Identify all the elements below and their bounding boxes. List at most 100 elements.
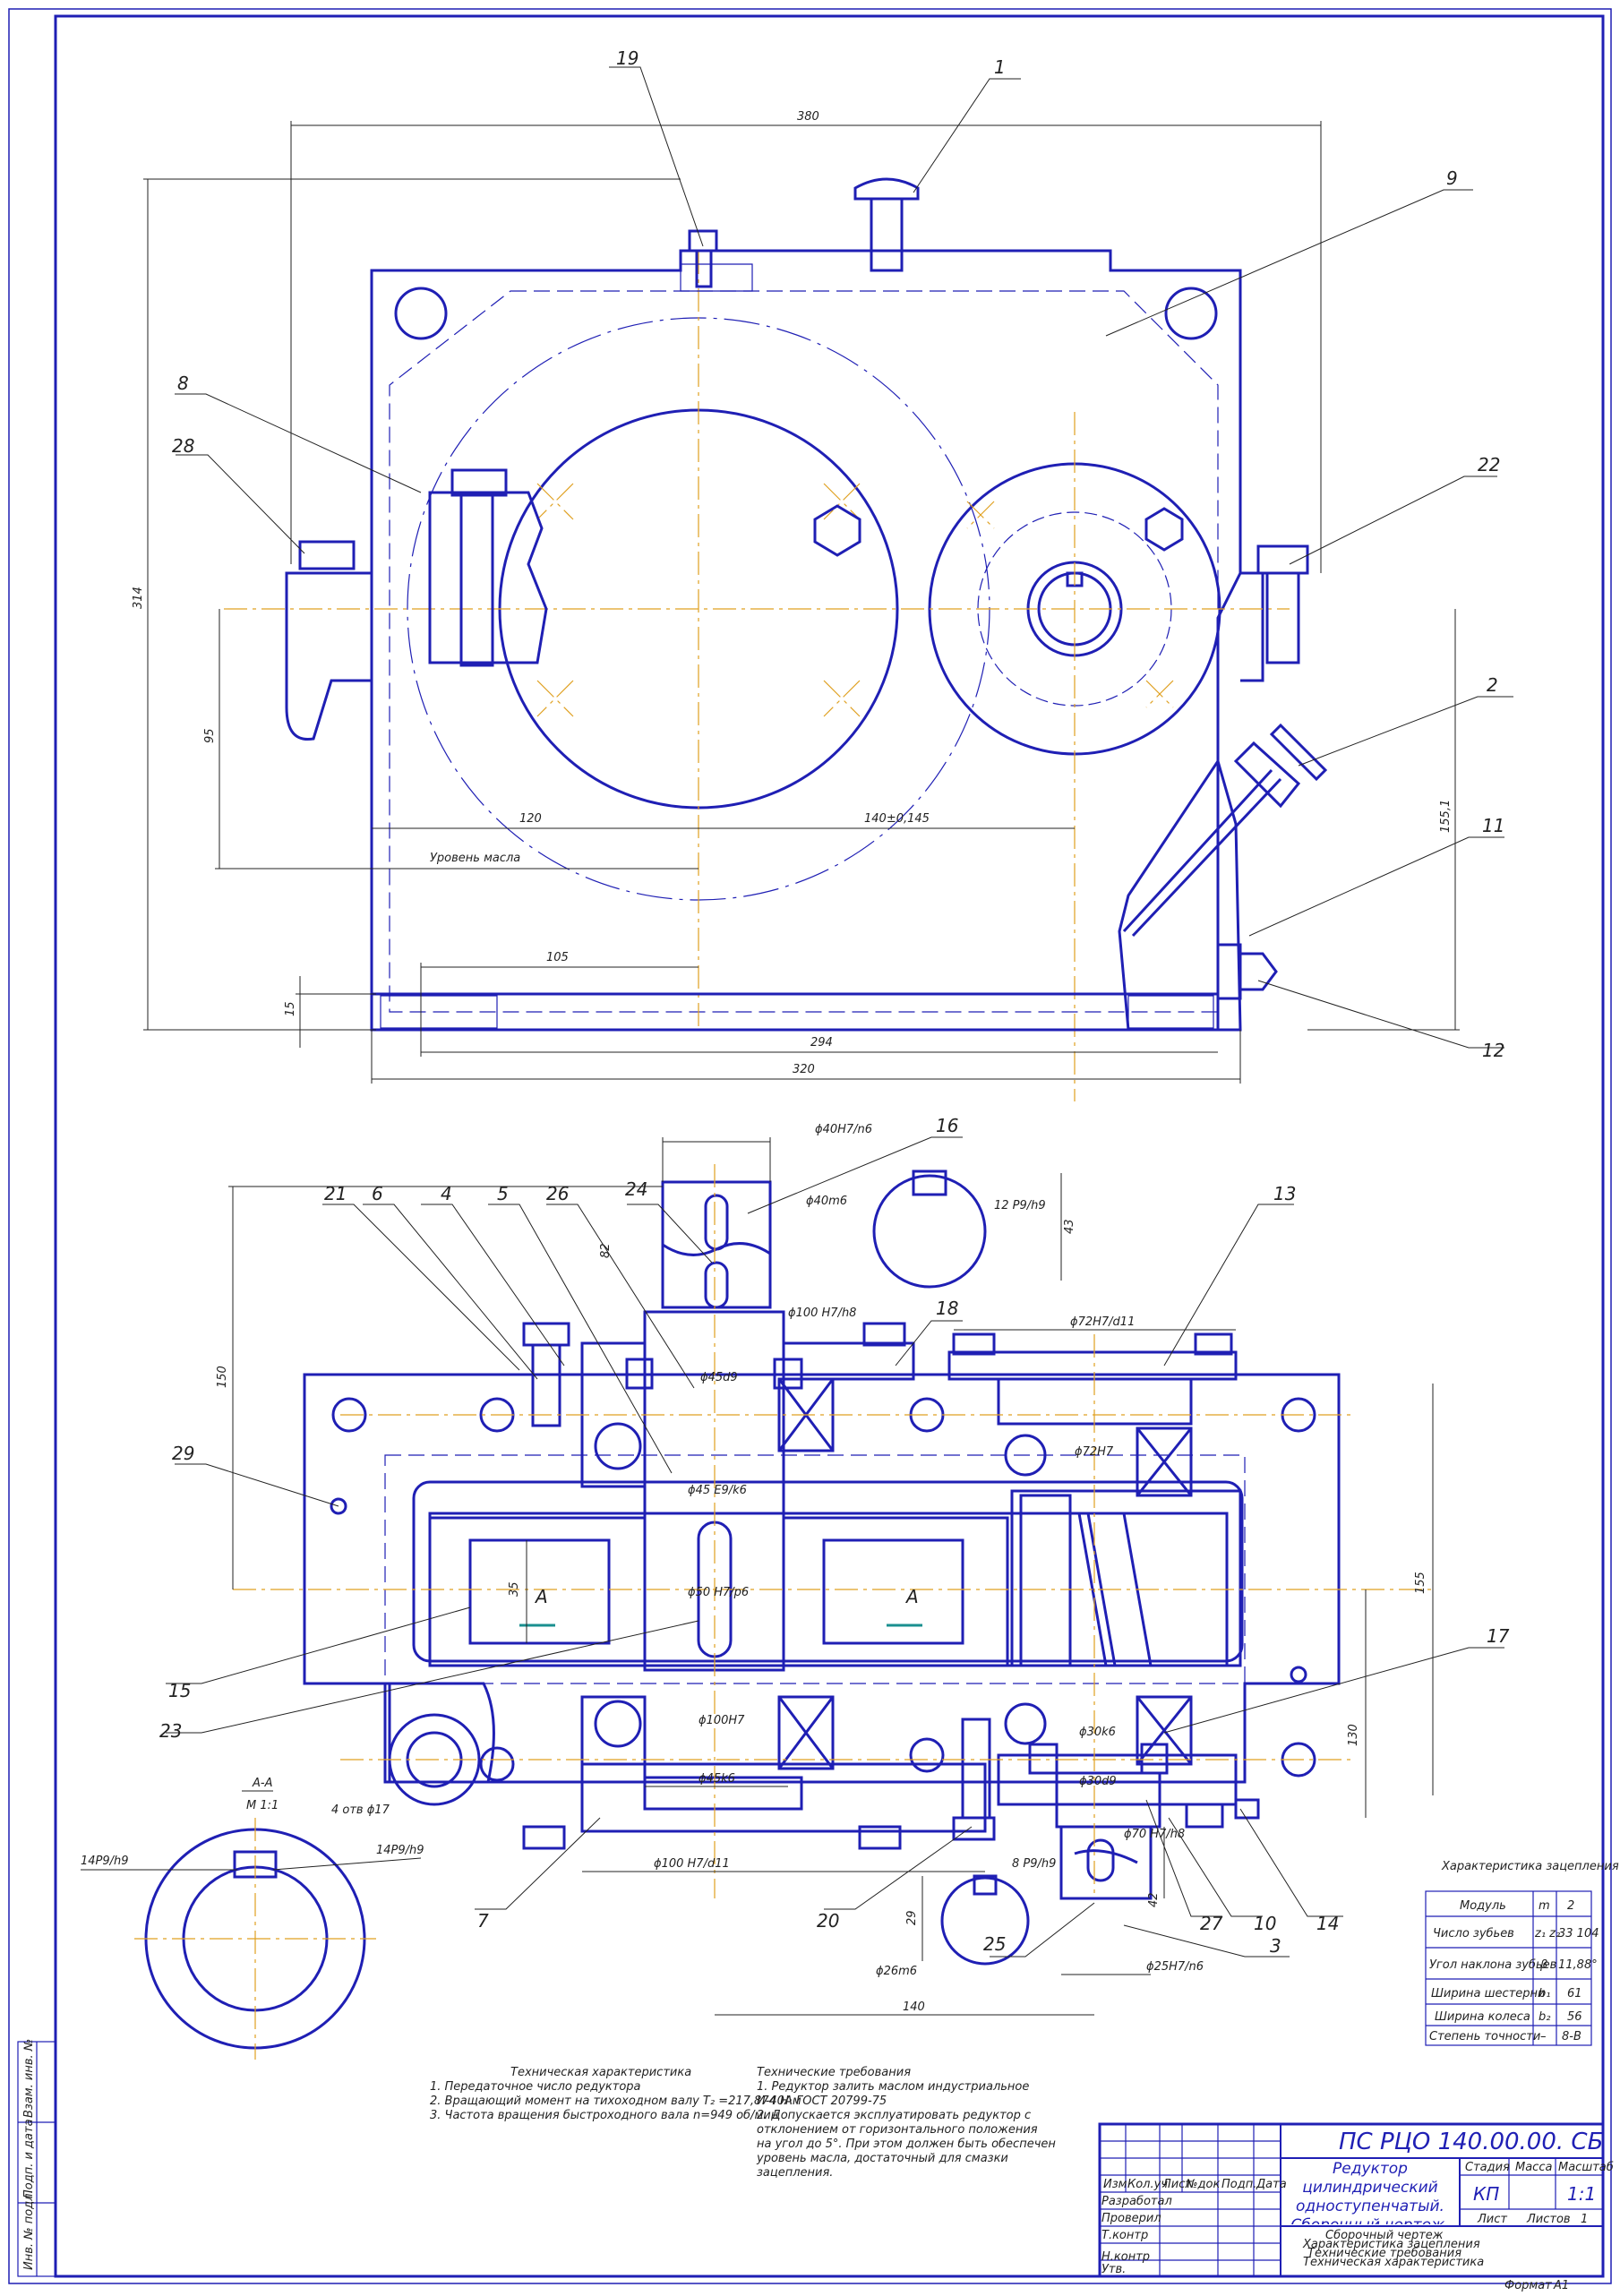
- tb-sheet-lbl: Лист: [1477, 2213, 1507, 2226]
- gear-row-3-sym: b₁: [1539, 1987, 1550, 2000]
- tb-hdr-podp: Подп.: [1221, 2178, 1256, 2191]
- fit-100H7h8: ϕ100 H7/h8: [788, 1306, 856, 1320]
- callout-2: 2: [1487, 674, 1498, 696]
- dim-294: 294: [810, 1036, 833, 1049]
- fit-14P9h9-right: 14P9/h9: [376, 1844, 424, 1857]
- gear-row-5-param: Степень точности: [1429, 2030, 1540, 2043]
- callout-8: 8: [177, 373, 189, 394]
- dim-140: 140±0,145: [864, 812, 930, 826]
- dim-15: 15: [284, 1001, 297, 1016]
- tb-scale: 1:1: [1567, 2183, 1596, 2205]
- gear-table: Характеристика зацепления Модуль m 2 Чис…: [1425, 1860, 1619, 2046]
- tb-format-val: А1: [1553, 2279, 1569, 2292]
- fit-72H7d11: ϕ72H7/d11: [1070, 1315, 1135, 1329]
- tech-req-line-5: на угол до 5°. При этом должен быть обес…: [757, 2138, 1056, 2151]
- fit-50H7p6: ϕ50 H7/p6: [688, 1586, 749, 1599]
- side-strip: Инв. № подл. Подп. и дата Взам. инв. №: [17, 2039, 56, 2277]
- tech-characteristic: Техническая характеристика 1. Передаточн…: [430, 2066, 801, 2122]
- gear-row-5-val: 8-В: [1562, 2030, 1581, 2043]
- tb-stage-hdr: Стадия: [1465, 2161, 1510, 2174]
- tech-requirements: Технические требования 1. Редуктор залит…: [756, 2066, 1056, 2180]
- gear-row-2-param: Угол наклона зубьев: [1429, 1958, 1556, 1972]
- dim-120: 120: [519, 812, 542, 826]
- tech-req-line-6: уровень масла, достаточный для смазки: [756, 2152, 1008, 2165]
- dim-42: 42: [1147, 1892, 1161, 1907]
- callout-19: 19: [616, 47, 639, 69]
- fit-12P9h9: 12 P9/h9: [994, 1199, 1046, 1212]
- callout-24: 24: [625, 1178, 647, 1200]
- fit-40m6: ϕ40m6: [806, 1195, 847, 1208]
- fit-26m6: ϕ26m6: [876, 1965, 917, 1978]
- fit-30k6: ϕ30k6: [1079, 1726, 1116, 1739]
- callout-10: 10: [1254, 1913, 1276, 1934]
- fit-8P9h9: 8 P9/h9: [1012, 1857, 1056, 1871]
- callout-9: 9: [1446, 167, 1458, 189]
- section-aa-scale: М 1:1: [246, 1799, 279, 1812]
- dim-320: 320: [793, 1063, 815, 1076]
- section-mark-a-right: А: [904, 1586, 919, 1607]
- tech-req-line-7: зацепления.: [757, 2166, 833, 2180]
- callout-12: 12: [1482, 1040, 1504, 1061]
- dim-35: 35: [508, 1581, 521, 1597]
- side-strip-1: Инв. № подл.: [22, 2189, 36, 2270]
- dim-155-1: 155,1: [1439, 800, 1453, 833]
- callout-16: 16: [936, 1115, 958, 1136]
- gear-row-0-sym: m: [1539, 1899, 1550, 1913]
- callout-26: 26: [546, 1183, 569, 1204]
- side-strip-2: Подп. и дата: [22, 2119, 36, 2198]
- fit-14P9h9-left: 14P9/h9: [81, 1855, 129, 1868]
- callout-17: 17: [1487, 1625, 1510, 1647]
- dim-140-bottom: 140: [903, 2000, 925, 2014]
- dim-130: 130: [1347, 1724, 1360, 1746]
- callout-20: 20: [817, 1910, 839, 1932]
- gear-row-3-param: Ширина шестерни: [1431, 1987, 1545, 2000]
- tb-role-0: Разработал: [1101, 2195, 1172, 2208]
- top-view: [224, 177, 1328, 1101]
- fit-100H7d11: ϕ100 H7/d11: [654, 1857, 730, 1871]
- tech-char-line-3: 3. Частота вращения быстроходного вала n…: [430, 2109, 779, 2122]
- callout-27: 27: [1200, 1913, 1223, 1934]
- tech-req-line-4: отклонением от горизонтального положения: [757, 2123, 1038, 2137]
- tb-doc-2: Технические требования: [1307, 2247, 1461, 2260]
- tb-doc-1: Характеристика зацепления: [1302, 2238, 1480, 2251]
- callout-21: 21: [324, 1183, 347, 1204]
- callout-29: 29: [172, 1443, 194, 1464]
- dim-380: 380: [797, 110, 819, 124]
- tb-hdr-izm: Изм: [1103, 2178, 1127, 2191]
- gear-row-2-val: 11,88°: [1558, 1958, 1598, 1972]
- callouts: 1 2 3 4 5 6 7 8 9 10 11 12 13 14 15 16 1…: [159, 47, 1513, 1958]
- gear-row-1-param: Число зубьев: [1433, 1927, 1514, 1940]
- tb-name: Редуктор цилиндрический одноступенчатый.…: [1290, 2160, 1449, 2224]
- gear-row-4-val: 56: [1567, 2010, 1582, 2024]
- fit-100H7: ϕ100H7: [699, 1714, 745, 1727]
- gear-row-2-sym: β: [1539, 1958, 1547, 1972]
- callout-18: 18: [936, 1298, 958, 1319]
- fit-70H7h8: ϕ70 H7/h8: [1124, 1828, 1185, 1841]
- fit-72H7: ϕ72H7: [1075, 1445, 1114, 1459]
- gear-row-1-sym: z₁ z₂: [1534, 1927, 1560, 1940]
- gear-row-1-val: 33 104: [1558, 1927, 1599, 1940]
- tb-code: ПС РЦО 140.00.00. СБ: [1339, 2129, 1603, 2155]
- callout-23: 23: [159, 1720, 182, 1742]
- callout-5: 5: [497, 1183, 509, 1204]
- callout-3: 3: [1270, 1935, 1281, 1957]
- tb-role-1: Проверил: [1101, 2212, 1161, 2225]
- callout-6: 6: [372, 1183, 383, 1204]
- tb-hdr-data: Дата: [1256, 2178, 1287, 2191]
- tb-sheets-lbl: Листов: [1526, 2213, 1571, 2226]
- gear-row-5-sym: –: [1540, 2030, 1547, 2043]
- callout-22: 22: [1478, 454, 1500, 475]
- fit-40H7n6: ϕ40H7/n6: [815, 1123, 872, 1136]
- fit-30d9: ϕ30d9: [1079, 1775, 1117, 1788]
- top-dimensions: 380 314 95 120 140±0,145 Уровень масла 1…: [132, 110, 1460, 1084]
- tech-req-title: Технические требования: [757, 2066, 911, 2079]
- fit-45k6: ϕ45k6: [699, 1772, 735, 1786]
- tb-stage: КП: [1473, 2183, 1499, 2205]
- plan-dimensions: ϕ40H7/n6 ϕ40m6 12 P9/h9 43 82 150 ϕ100 H…: [81, 1123, 1434, 2016]
- callout-7: 7: [477, 1910, 489, 1932]
- callout-13: 13: [1273, 1183, 1296, 1204]
- dim-95: 95: [203, 728, 217, 743]
- callout-11: 11: [1482, 815, 1504, 836]
- outer-frame: [8, 8, 1612, 2284]
- tb-scale-hdr: Масштаб: [1558, 2161, 1614, 2174]
